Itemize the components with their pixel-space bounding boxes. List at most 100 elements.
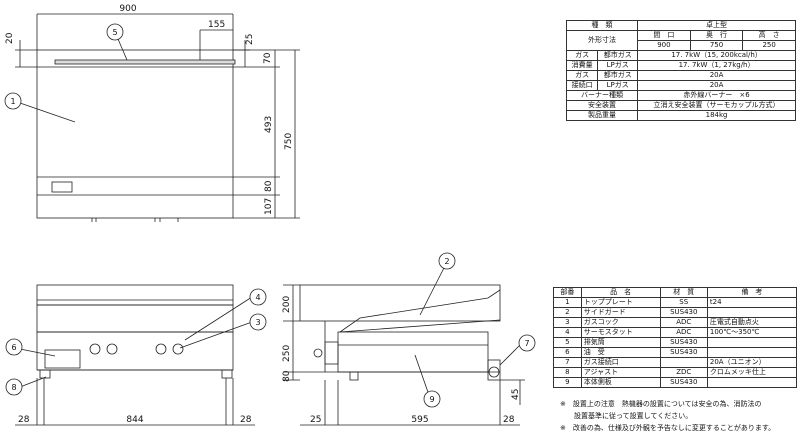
- parts-header-cell: 品 名: [580, 287, 661, 298]
- callout-4-label: 4: [255, 293, 260, 302]
- parts-cell: 7: [553, 357, 582, 368]
- dim-25-side: 25: [310, 415, 321, 425]
- callout-8: [5, 378, 23, 396]
- parts-cell: 圧電式自動点火: [706, 317, 798, 328]
- parts-cell: 6: [553, 347, 582, 358]
- parts-cell: [659, 357, 708, 368]
- spec-cell: 20A: [637, 70, 796, 81]
- lower-front-view: [15, 284, 255, 426]
- callout-3: [249, 313, 267, 331]
- parts-cell: SUS430: [659, 337, 708, 348]
- parts-cell: 本体側板: [580, 377, 661, 388]
- parts-cell: ADC: [659, 317, 708, 328]
- spec-cell: 立消え安全装置（サーモカップル方式）: [637, 100, 796, 111]
- parts-cell: [706, 377, 798, 388]
- parts-cell: SUS430: [659, 377, 708, 388]
- callout-2-label: 2: [444, 257, 449, 266]
- spec-cell: 奥 行: [689, 30, 744, 41]
- spec-cell: 高 さ: [742, 30, 796, 41]
- dim-200: 200: [282, 296, 292, 313]
- parts-header-cell: 部番: [553, 287, 582, 298]
- spec-cell: 20A: [637, 80, 796, 91]
- callout-5-label: 5: [112, 28, 117, 37]
- spec-cell: 都市ガス: [597, 70, 639, 81]
- note-line: ※ 設置上の注意 熱機器の設置については安全の為、消防法の: [560, 400, 762, 408]
- spec-table: 種 類 卓上型 外形寸法 間 口 奥 行 高 さ 900 750 250 ガス …: [565, 20, 796, 121]
- front-view: [15, 13, 300, 222]
- parts-cell: 3: [553, 317, 582, 328]
- note-line: ※ 改善の為、仕様及び外観を予告なしに変更することがあります。: [560, 424, 776, 432]
- spec-cell: 17. 7kW（1, 27kg/h）: [637, 60, 796, 71]
- spec-cell: ガス: [565, 50, 599, 61]
- parts-cell: ガス接続口: [580, 357, 661, 368]
- dim-155: 155: [208, 20, 225, 30]
- callout-4: [249, 288, 267, 306]
- spec-cell: 種 類: [565, 20, 639, 31]
- spec-cell: 250: [742, 40, 796, 51]
- parts-cell: ADC: [659, 327, 708, 338]
- parts-cell: 100℃〜350℃: [706, 327, 798, 338]
- callout-3-label: 3: [255, 318, 260, 327]
- notes: ※ 設置上の注意 熱機器の設置については安全の為、消防法の 設置基準に従って設置…: [560, 398, 775, 434]
- dim-45: 45: [511, 389, 521, 400]
- parts-cell: SUS430: [659, 307, 708, 318]
- parts-cell: 2: [553, 307, 582, 318]
- spec-cell: ガス: [565, 70, 599, 81]
- parts-header-cell: 材 質: [659, 287, 708, 298]
- dim-595: 595: [411, 415, 428, 425]
- side-view: [283, 261, 525, 426]
- dim-900: 900: [119, 4, 136, 14]
- dim-80: 80: [264, 180, 274, 192]
- spec-cell: 900: [637, 40, 691, 51]
- callout-2: [438, 252, 456, 270]
- parts-cell: サーモスタット: [580, 327, 661, 338]
- dim-107: 107: [264, 198, 274, 215]
- parts-cell: 8: [553, 367, 582, 378]
- dim-70: 70: [263, 52, 273, 64]
- callout-6: [5, 338, 23, 356]
- dim-80-side: 80: [282, 370, 292, 382]
- parts-cell: [706, 347, 798, 358]
- callout-1: [4, 92, 22, 110]
- dim-250: 250: [282, 345, 292, 362]
- parts-header-row: 部番 品 名 材 質 備 考: [553, 287, 798, 298]
- callout-7: [518, 334, 536, 352]
- callout-7-label: 7: [524, 339, 529, 348]
- dim-28-left: 28: [18, 415, 30, 425]
- spec-cell: LPガス: [597, 60, 639, 71]
- spec-cell: 接続口: [565, 80, 599, 91]
- callout-5: [106, 23, 124, 41]
- parts-cell: 20A（ユニオン）: [706, 357, 798, 368]
- parts-cell: SS: [659, 297, 708, 308]
- parts-cell: アジャスト: [580, 367, 661, 378]
- note-line: 設置基準に従って設置してください。: [560, 412, 693, 420]
- parts-cell: t24: [706, 297, 798, 308]
- parts-cell: [706, 307, 798, 318]
- spec-cell: 消費量: [565, 60, 599, 71]
- parts-cell: SUS430: [659, 347, 708, 358]
- spec-cell: 都市ガス: [597, 50, 639, 61]
- parts-cell: クロムメッキ仕上: [706, 367, 798, 378]
- dim-25: 25: [245, 34, 255, 45]
- callout-1-label: 1: [10, 97, 15, 106]
- parts-cell: 油 受: [580, 347, 661, 358]
- spec-cell: 外形寸法: [565, 30, 639, 51]
- spec-cell: 750: [689, 40, 744, 51]
- spec-cell: LPガス: [597, 80, 639, 91]
- dim-28-side: 28: [503, 415, 515, 425]
- callout-9-label: 9: [429, 395, 434, 404]
- callout-9: [423, 390, 441, 408]
- parts-cell: 4: [553, 327, 582, 338]
- dim-750: 750: [284, 133, 294, 150]
- parts-cell: 1: [553, 297, 582, 308]
- dim-28-right: 28: [240, 415, 252, 425]
